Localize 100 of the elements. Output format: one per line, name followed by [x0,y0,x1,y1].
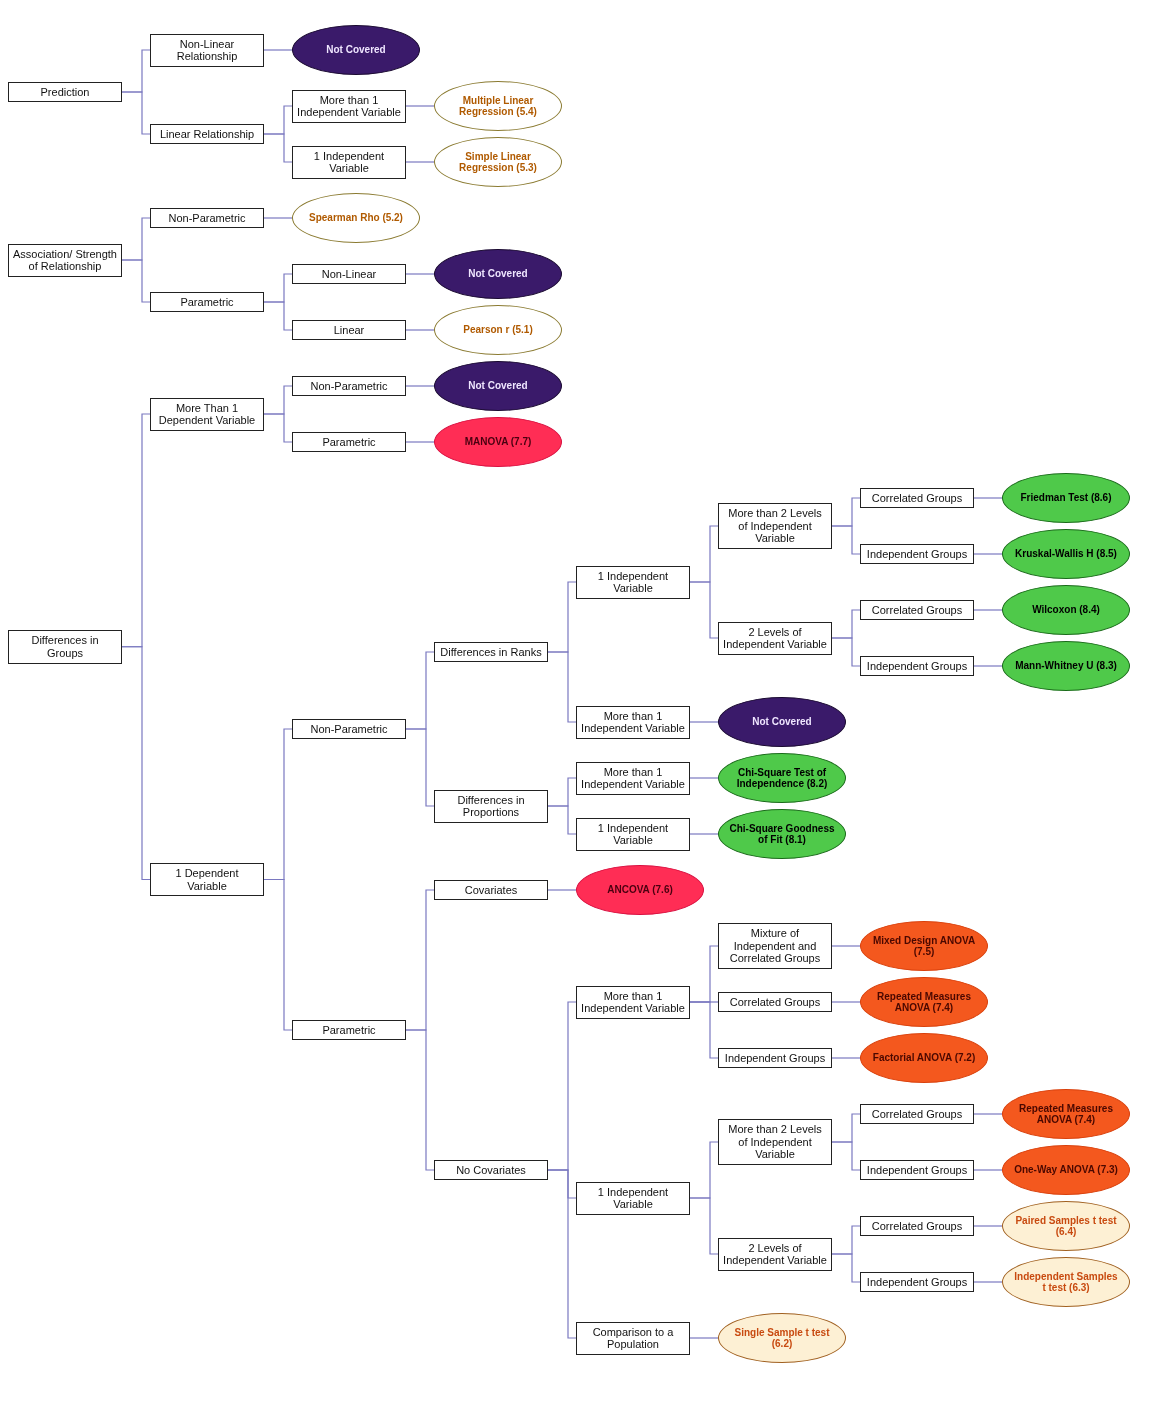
category-box: Parametric [292,1019,406,1041]
connector-line [831,945,861,947]
category-box: 2 Levels of Independent Variable [718,621,832,655]
connector-line [263,413,293,443]
connector-line [263,217,293,219]
connector-line [689,581,719,639]
category-box: More than 2 Levels of Independent Variable [718,503,832,549]
category-box: Parametric [150,291,264,313]
result-oval: Not Covered [292,25,420,75]
category-box: Parametric [292,431,406,453]
category-box: Independent Groups [860,543,974,565]
category-box: More Than 1 Dependent Variable [150,397,264,431]
connector-line [547,805,577,835]
category-box: 1 Independent Variable [576,817,690,851]
category-box: Differences in Groups [8,630,122,664]
result-oval: Repeated Measures ANOVA (7.4) [1002,1089,1130,1139]
category-box: 1 Independent Variable [576,1181,690,1215]
connector-line [689,777,719,779]
result-oval: Mann-Whitney U (8.3) [1002,641,1130,691]
connector-line [973,553,1003,555]
connector-line [973,1225,1003,1227]
result-oval: Kruskal-Wallis H (8.5) [1002,529,1130,579]
connector-line [405,161,435,163]
connector-line [547,1169,577,1339]
category-box: Differences in Ranks [434,641,548,663]
category-box: Non-Parametric [150,207,264,229]
category-box: 1 Independent Variable [292,145,406,179]
connector-line [831,1253,861,1283]
connector-line [973,1281,1003,1283]
category-box: More than 1 Independent Variable [292,89,406,123]
result-oval: One-Way ANOVA (7.3) [1002,1145,1130,1195]
category-box: 2 Levels of Independent Variable [718,1237,832,1271]
category-box: Correlated Groups [860,487,974,509]
result-oval: Paired Samples t test (6.4) [1002,1201,1130,1251]
category-box: More than 1 Independent Variable [576,761,690,795]
category-box: Association/ Strength of Relationship [8,243,122,277]
category-box: Linear Relationship [150,123,264,145]
result-oval: Simple Linear Regression (5.3) [434,137,562,187]
category-box: Non-Linear [292,263,406,285]
category-box: Independent Groups [860,655,974,677]
result-oval: Factorial ANOVA (7.2) [860,1033,988,1083]
result-oval: Spearman Rho (5.2) [292,193,420,243]
result-oval: Mixed Design ANOVA (7.5) [860,921,988,971]
connector-line [121,91,151,135]
category-box: Mixture of Independent and Correlated Groups [718,923,832,969]
connector-line [263,301,293,331]
result-oval: Chi-Square Goodness of Fit (8.1) [718,809,846,859]
category-box: Non-Parametric [292,375,406,397]
connector-line [689,833,719,835]
category-box: No Covariates [434,1159,548,1181]
connector-line [405,1029,435,1171]
result-oval: Not Covered [718,697,846,747]
connector-line [405,441,435,443]
result-oval: ANCOVA (7.6) [576,865,704,915]
connector-line [263,133,293,163]
connector-line [973,1169,1003,1171]
result-oval: Chi-Square Test of Independence (8.2) [718,753,846,803]
category-box: Correlated Groups [860,1215,974,1237]
category-box: Correlated Groups [860,599,974,621]
connector-line [263,49,293,51]
category-box: Independent Groups [860,1271,974,1293]
connector-line [689,721,719,723]
connector-line [973,609,1003,611]
connector-line [973,1113,1003,1115]
connector-line [973,497,1003,499]
category-box: Correlated Groups [718,991,832,1013]
result-oval: Multiple Linear Regression (5.4) [434,81,562,131]
connector-line [405,329,435,331]
category-box: 1 Independent Variable [576,565,690,599]
category-box: Prediction [8,81,122,103]
category-box: More than 1 Independent Variable [576,985,690,1019]
connector-line [689,1001,719,1059]
result-oval: Not Covered [434,249,562,299]
result-oval: Wilcoxon (8.4) [1002,585,1130,635]
result-oval: Pearson r (5.1) [434,305,562,355]
result-oval: Friedman Test (8.6) [1002,473,1130,523]
category-box: Independent Groups [860,1159,974,1181]
connector-line [121,259,151,303]
category-box: Correlated Groups [860,1103,974,1125]
result-oval: Independent Samples t test (6.3) [1002,1257,1130,1307]
connector-line [547,889,577,891]
connector-line [405,385,435,387]
result-oval: Not Covered [434,361,562,411]
connector-line [405,273,435,275]
category-box: Covariates [434,879,548,901]
connector-line [689,1337,719,1339]
category-box: Comparison to a Population [576,1321,690,1355]
category-box: Non-Parametric [292,718,406,740]
connector-line [121,646,151,881]
connector-line [831,637,861,667]
category-box: More than 1 Independent Variable [576,705,690,739]
result-oval: MANOVA (7.7) [434,417,562,467]
connector-line [831,1001,861,1003]
category-box: Independent Groups [718,1047,832,1069]
category-box: Non-Linear Relationship [150,33,264,67]
result-oval: Single Sample t test (6.2) [718,1313,846,1363]
result-oval: Repeated Measures ANOVA (7.4) [860,977,988,1027]
connector-line [831,525,861,555]
connector-line [405,728,435,807]
connector-line [689,1197,719,1255]
